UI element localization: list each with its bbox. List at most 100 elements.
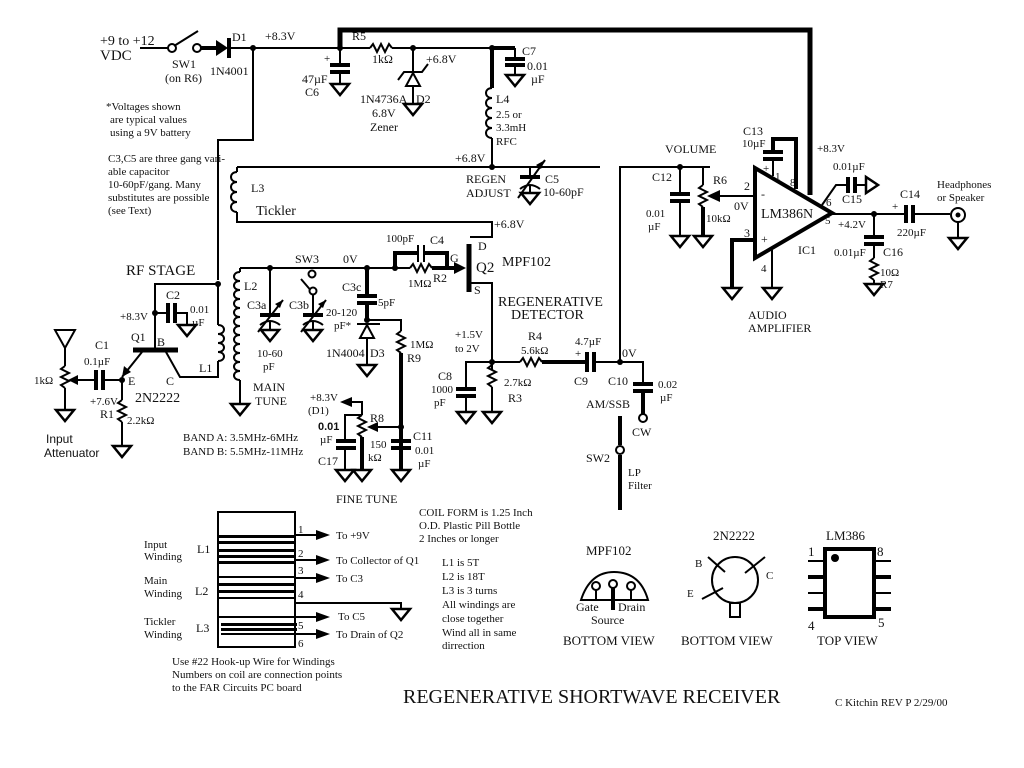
coil-diagram: Input Winding L1 Main Winding L2 Tickler… [144,507,533,694]
2n2222-package-icon [711,556,759,604]
c4-value: 100pF [386,233,414,245]
lm386-package-icon [823,547,876,619]
output-label-2: or Speaker [937,192,985,204]
q2-drain-label: D [478,239,487,253]
coil-pin-4: 4 [298,589,304,601]
tickler-label: Tickler [256,204,296,219]
c10-label: C10 [608,374,628,388]
2n2222-view: BOTTOM VIEW [681,633,773,648]
r8-fine-tune-potentiometer[interactable] [355,414,369,438]
pin-1: 1 [775,171,781,183]
winding-l2-id: L2 [195,584,208,598]
r4-label: R4 [528,329,542,343]
ground-icon [329,82,351,97]
pinout-lm386: LM386 1 8 4 5 TOP VIEW [808,528,891,648]
fine-source: (D1) [308,405,329,417]
q1-part: 2N2222 [135,391,180,406]
c14-label: C14 [900,187,920,201]
winding-l3-name-2: Winding [144,629,183,641]
node-voltage: 0V [343,252,358,266]
coil-pin-2: 2 [298,548,304,560]
pin-4: 4 [761,263,767,275]
output-label-1: Headphones [937,179,991,191]
drain-voltage: +6.8V [494,217,525,231]
r1-label: R1 [100,407,114,421]
l2-inductor-icon [233,271,241,381]
plus-input: + [761,232,768,246]
c7-unit: µF [531,72,545,86]
lp-label-2: Filter [628,480,652,492]
rfc-voltage: +6.8V [455,151,486,165]
c5-value: 10-60pF [543,185,584,199]
pinout-2n2222: 2N2222 B C E BOTTOM VIEW [681,528,773,648]
form-note-3: 2 Inches or longer [419,533,499,545]
c9-polarity: + [575,348,581,360]
q1-base-label: B [157,335,165,349]
turns-note-5: close together [442,613,504,625]
c9-label: C9 [574,374,588,388]
sw3-contact-a [307,269,317,279]
note-voltages-2: are typical values [110,114,187,126]
coil-windings-l2 [218,576,295,599]
r3-value: 2.7kΩ [504,377,531,389]
c17-unit: µF [320,434,332,446]
coil-form [217,511,296,648]
l2-label: L2 [244,279,257,293]
pin-6: 6 [826,197,832,209]
coil-pin-6: 6 [298,638,304,650]
c16-value: 0.01µF [834,247,866,259]
mpf102-package-icon [579,570,650,601]
q1-collector-label: C [166,374,174,388]
r8-unit: kΩ [368,452,382,464]
l4-inductor-icon [485,87,493,139]
fine-tune-label: FINE TUNE [336,492,397,506]
c2-label: C2 [166,288,180,302]
r4-value: 5.6kΩ [521,345,548,357]
supply-unit: VDC [100,48,132,64]
winding-l3-id: L3 [196,621,209,635]
c8-unit: pF [434,397,446,409]
r8-value: 150 [370,439,387,451]
lm386-amplifier-icon [753,164,836,262]
winding-l3-name-1: Tickler [144,616,176,628]
mpf102-title: MPF102 [586,543,632,558]
note-caps-3: 10-60pF/gang. Many [108,179,201,191]
c6-value: 47µF [302,72,328,86]
d1-diode-icon [216,40,228,56]
c12-unit: µF [648,221,660,233]
sw2-switch-contact[interactable] [615,445,625,455]
r3-label: R3 [508,391,522,405]
antenna-icon [53,329,77,351]
c3a-label: C3a [247,298,267,312]
c3a-value: 10-60 [257,348,283,360]
c8-value: 1000 [431,384,454,396]
main-tune-2: TUNE [255,394,287,408]
sw1-label: SW1 [172,57,196,71]
supply-rail-wire [337,27,813,195]
q2-source-label: S [474,283,481,297]
winding-l1-name-1: Input [144,539,167,551]
d1-part: 1N4001 [210,64,249,78]
c16-label: C16 [883,245,903,259]
d3-varactor-icon [358,322,376,339]
c14-polarity: + [892,201,898,213]
coil-pin-5: 5 [298,620,304,632]
schematic-title: REGENERATIVE SHORTWAVE RECEIVER [403,686,781,708]
sw2-label: SW2 [586,451,610,465]
mpf102-view: BOTTOM VIEW [563,633,655,648]
r7-value: 10Ω [880,267,899,279]
c3b-label: C3b [289,298,309,312]
attenuator-potentiometer[interactable] [58,365,72,389]
sw1-lever[interactable] [173,30,199,47]
turns-note-6: Wind all in same [442,627,517,639]
am-ssb-label: AM/SSB [586,397,630,411]
r6-volume-potentiometer[interactable] [696,184,710,208]
c3b-value: 20-120 [326,307,358,319]
r8-label: R8 [370,411,384,425]
wire-note-1: Use #22 Hook-up Wire for Windings [172,656,335,668]
coil-windings-l1 [218,535,295,564]
coil-pin-1-dest: To +9V [336,530,370,542]
r6-value: 10kΩ [706,213,731,225]
sw2-cw-contact[interactable] [638,413,648,423]
lp-label-1: LP [628,467,641,479]
